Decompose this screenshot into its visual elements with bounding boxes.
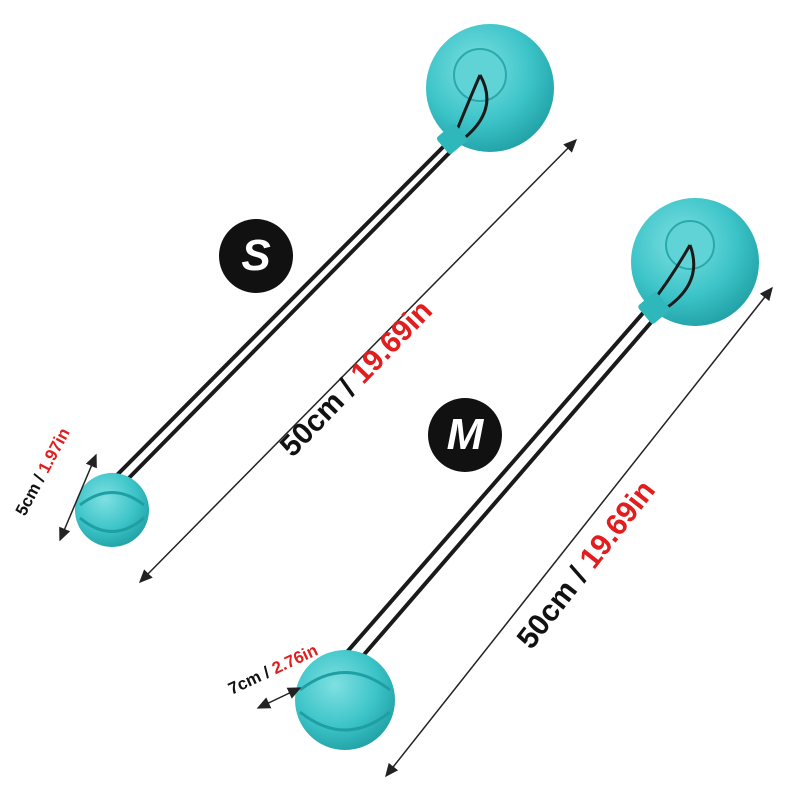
ball-arrow-s	[59, 453, 97, 542]
size-badge-m: M	[428, 398, 502, 472]
toy-m	[256, 198, 773, 778]
ball-s	[75, 473, 149, 547]
ball-arrow-m	[256, 687, 302, 709]
length-arrow-s	[138, 138, 578, 584]
size-badge-s: S	[219, 219, 293, 293]
ball-m	[295, 650, 395, 750]
toy-s	[59, 24, 578, 584]
length-arrow-m	[385, 286, 773, 778]
